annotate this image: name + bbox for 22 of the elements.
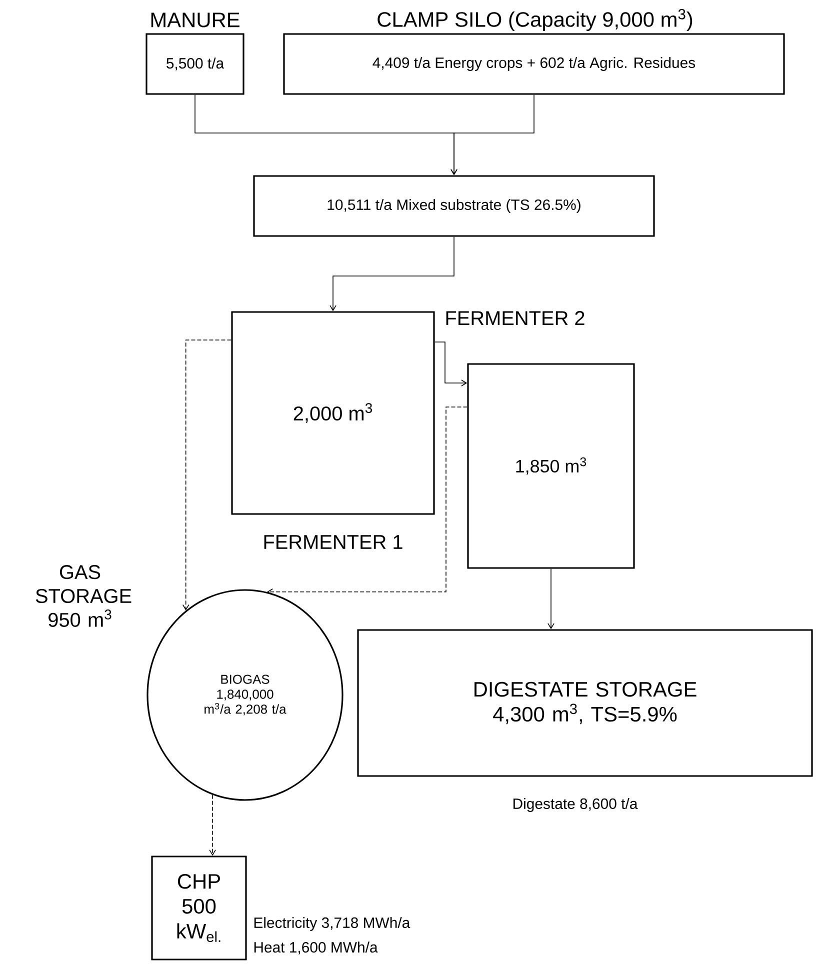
dashed-arrow	[266, 406, 468, 596]
side-note: Electricity 3,718 MWh/a	[254, 917, 410, 931]
process-box: CHP 500 kW$_{el.}$	[151, 856, 247, 960]
process-box: 1,850 m$^{3}$	[467, 363, 635, 569]
storage-label: GAS STORAGE 950 m$^{3}$	[36, 565, 132, 627]
process-box: 5,500 t/a	[146, 33, 244, 95]
arrow	[450, 94, 534, 176]
side-note: Digestate 8,600 t/a	[514, 798, 638, 812]
arrow	[434, 342, 468, 386]
arrow	[548, 568, 554, 630]
dashed-arrow	[209, 794, 216, 856]
process-box: 10,511 t/a Mixed substrate (TS 26.5%)	[253, 175, 655, 237]
fermenter-label: FERMENTER 1	[264, 535, 402, 549]
heading: MANURE	[151, 12, 240, 28]
process-box: DIGESTATE STORAGE 4,300 m$^{3}$, TS=5.9%	[357, 629, 813, 777]
side-note: Heat 1,600 MWh/a	[254, 942, 378, 954]
process-box: 2,000 m$^{3}$	[231, 311, 435, 515]
fermenter-label: FERMENTER 2	[446, 311, 584, 325]
heading: CLAMP SILO (Capacity 9,000 m$^{3}$)	[378, 8, 692, 32]
dashed-arrow	[182, 340, 232, 611]
arrow	[330, 236, 454, 312]
process-box: 4,409 t/a Energy crops + 602 t/a Agric. Residues	[283, 33, 785, 95]
